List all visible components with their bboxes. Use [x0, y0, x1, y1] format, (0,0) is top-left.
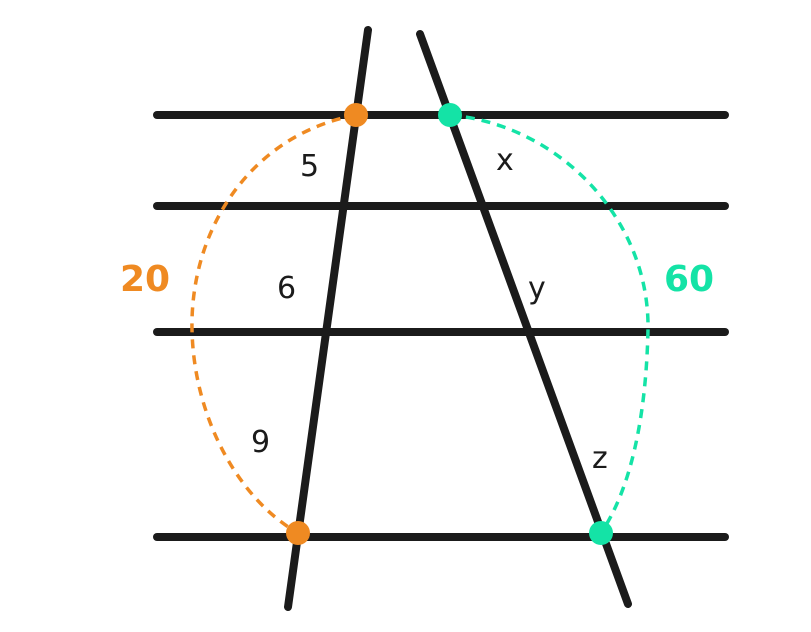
segment-label-5: 5 — [300, 149, 319, 184]
segment-label-y: y — [528, 271, 546, 306]
right-transversal — [416, 30, 632, 608]
right-dashed-arc — [449, 113, 650, 534]
left-total-label: 20 — [120, 259, 170, 300]
left-dashed-arc — [190, 113, 357, 535]
segment-label-9: 9 — [251, 425, 270, 460]
segment-label-z: z — [592, 441, 608, 476]
right-top-point — [438, 103, 462, 127]
right-bottom-point — [589, 521, 613, 545]
segment-label-6: 6 — [277, 271, 296, 306]
right-total-label: 60 — [664, 259, 714, 300]
left-top-point — [344, 103, 368, 127]
left-bottom-point — [286, 521, 310, 545]
segment-label-x: x — [496, 143, 514, 178]
